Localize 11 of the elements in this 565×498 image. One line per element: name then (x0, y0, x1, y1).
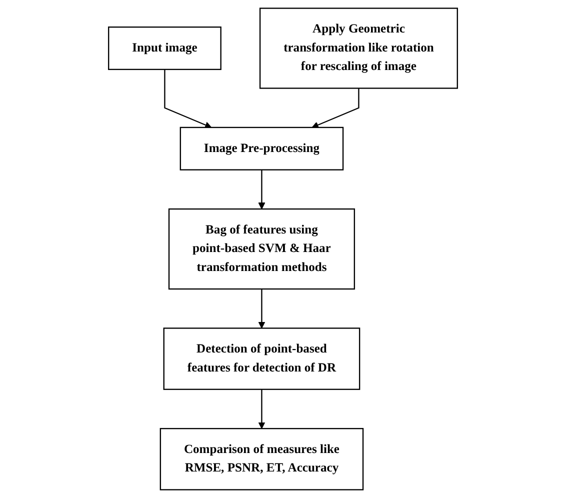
arrow (258, 289, 265, 328)
arrow (258, 170, 265, 210)
arrow (258, 389, 265, 429)
arrow (164, 69, 212, 128)
node-box: Comparison of measures like RMSE, PSNR, ET, Accuracy (159, 428, 364, 490)
arrow (311, 88, 359, 128)
node-box: Image Pre-processing (179, 126, 344, 170)
node-box: Input image (108, 26, 221, 70)
node-box: Detection of point-based features for detection of DR (162, 328, 360, 390)
node-box: Bag of features using point-based SVM & Haar transformation methods (168, 208, 355, 290)
node-box: Apply Geometric transformation like rotation for rescaling of image (258, 8, 458, 89)
